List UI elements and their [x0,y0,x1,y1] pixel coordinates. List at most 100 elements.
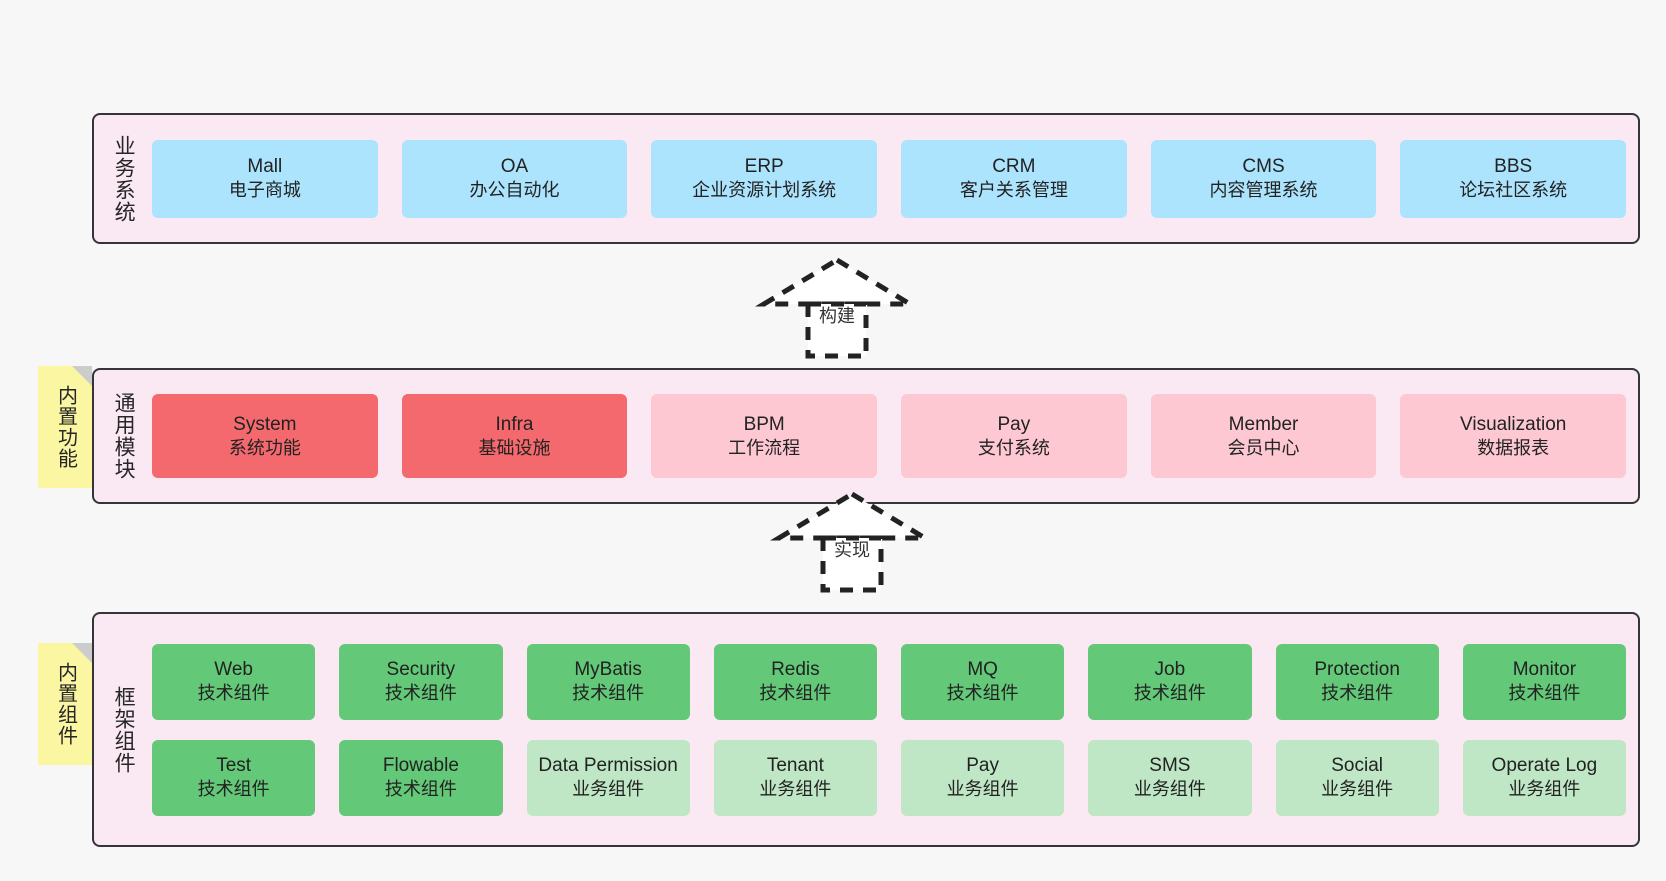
note-builtin-component-text: 内置组件 [54,662,77,746]
node-mq-subtitle: 技术组件 [946,683,1019,704]
node-mybatis-subtitle: 技术组件 [572,683,645,704]
node-visualization-title: Visualization [1460,413,1567,435]
node-bbs-title: BBS [1494,156,1533,178]
node-cms-subtitle: 内容管理系统 [1209,180,1318,201]
node-sms-subtitle: 业务组件 [1133,779,1206,800]
node-system[interactable]: System 系统功能 [152,394,378,478]
node-bpm-subtitle: 工作流程 [728,437,801,458]
node-infra[interactable]: Infra 基础设施 [401,394,628,478]
node-pay-component-subtitle: 业务组件 [946,779,1019,800]
framework-node-row-2: Test 技术组件 Flowable 技术组件 Data Permission … [152,739,1626,816]
note-builtin-function: 内置功能 [38,366,92,488]
arrow-realize-label: 实现 [834,540,870,560]
node-data-permission-subtitle: 业务组件 [572,779,645,800]
node-job[interactable]: Job 技术组件 [1088,643,1252,720]
node-redis-subtitle: 技术组件 [759,683,832,704]
layer-common-module-label: 通用模块 [112,392,136,480]
node-member-title: Member [1228,413,1299,435]
node-infra-title: Infra [495,413,534,435]
node-job-subtitle: 技术组件 [1133,683,1206,704]
node-mall-subtitle: 电子商城 [228,180,301,201]
layer-framework-component-body: Web 技术组件 Security 技术组件 MyBatis 技术组件 Redi… [152,614,1638,845]
node-test-subtitle: 技术组件 [197,779,270,800]
arrow-build-glyph [755,257,919,359]
node-monitor[interactable]: Monitor 技术组件 [1462,643,1626,720]
note-builtin-component: 内置组件 [38,643,92,765]
node-web[interactable]: Web 技术组件 [152,643,316,720]
node-redis[interactable]: Redis 技术组件 [713,643,877,720]
node-pay-module[interactable]: Pay 支付系统 [901,394,1127,478]
node-security-title: Security [386,659,456,681]
common-node-row: System 系统功能 Infra 基础设施 BPM 工作流程 Pay 支付系统 [152,394,1627,478]
node-operate-log-subtitle: 业务组件 [1508,779,1581,800]
node-erp-subtitle: 企业资源计划系统 [692,180,837,201]
note-builtin-function-text: 内置功能 [54,385,77,469]
node-protection[interactable]: Protection 技术组件 [1275,643,1439,720]
node-test-title: Test [216,755,252,777]
node-data-permission-title: Data Permission [538,755,678,777]
node-crm-title: CRM [992,156,1036,178]
layer-business-system: 业务系统 Mall 电子商城 OA 办公自动化 ERP 企业资源计划系统 [92,113,1640,244]
node-test[interactable]: Test 技术组件 [152,739,316,816]
node-cms-title: CMS [1242,156,1285,178]
node-monitor-title: Monitor [1512,659,1577,681]
node-bpm[interactable]: BPM 工作流程 [651,394,878,478]
node-oa[interactable]: OA 办公自动化 [401,139,628,218]
node-crm[interactable]: CRM 客户关系管理 [901,139,1127,218]
node-visualization[interactable]: Visualization 数据报表 [1400,394,1627,478]
node-protection-subtitle: 技术组件 [1321,683,1394,704]
node-oa-title: OA [500,156,529,178]
node-mall[interactable]: Mall 电子商城 [152,139,378,218]
node-mybatis[interactable]: MyBatis 技术组件 [526,643,690,720]
node-mall-title: Mall [247,156,283,178]
node-flowable-title: Flowable [382,755,459,777]
note-fold-icon [72,366,92,386]
node-sms[interactable]: SMS 业务组件 [1088,739,1252,816]
node-bbs-subtitle: 论坛社区系统 [1459,180,1568,201]
node-crm-subtitle: 客户关系管理 [959,180,1068,201]
node-social-title: Social [1331,755,1383,777]
arrow-realize: 实现 [770,491,934,593]
node-cms[interactable]: CMS 内容管理系统 [1150,139,1377,218]
node-job-title: Job [1154,659,1186,681]
node-system-title: System [233,413,297,435]
node-flowable[interactable]: Flowable 技术组件 [339,739,503,816]
node-operate-log-title: Operate Log [1491,755,1598,777]
node-flowable-subtitle: 技术组件 [384,779,457,800]
node-visualization-subtitle: 数据报表 [1477,437,1550,458]
note-fold-icon [72,643,92,663]
node-erp[interactable]: ERP 企业资源计划系统 [651,139,878,218]
node-pay-module-title: Pay [997,413,1031,435]
node-social-subtitle: 业务组件 [1321,779,1394,800]
node-mq-title: MQ [967,659,998,681]
layer-framework-component: 框架组件 Web 技术组件 Security 技术组件 MyBatis 技术组件 [92,612,1640,847]
layer-business-system-label: 业务系统 [112,134,136,223]
node-social[interactable]: Social 业务组件 [1275,739,1439,816]
node-oa-subtitle: 办公自动化 [469,180,560,201]
node-operate-log[interactable]: Operate Log 业务组件 [1462,739,1626,816]
node-data-permission[interactable]: Data Permission 业务组件 [526,739,690,816]
node-erp-title: ERP [744,156,784,178]
node-protection-title: Protection [1314,659,1400,681]
layer-common-module-body: System 系统功能 Infra 基础设施 BPM 工作流程 Pay 支付系统 [152,370,1638,502]
node-pay-component[interactable]: Pay 业务组件 [901,739,1065,816]
node-web-subtitle: 技术组件 [197,683,270,704]
node-tenant-subtitle: 业务组件 [759,779,832,800]
node-mybatis-title: MyBatis [574,659,642,681]
node-bbs[interactable]: BBS 论坛社区系统 [1400,139,1627,218]
node-infra-subtitle: 基础设施 [478,437,551,458]
node-sms-title: SMS [1149,755,1191,777]
layer-framework-component-label: 框架组件 [112,685,136,774]
node-security[interactable]: Security 技术组件 [339,643,503,720]
layer-common-module: 通用模块 System 系统功能 Infra 基础设施 BPM 工作流程 [92,368,1640,504]
node-redis-title: Redis [771,659,820,681]
business-node-row: Mall 电子商城 OA 办公自动化 ERP 企业资源计划系统 CRM 客户关系… [152,139,1627,218]
node-bpm-title: BPM [743,413,785,435]
arrow-build-label: 构建 [819,306,855,326]
node-monitor-subtitle: 技术组件 [1508,683,1581,704]
node-system-subtitle: 系统功能 [228,437,301,458]
node-mq[interactable]: MQ 技术组件 [901,643,1065,720]
node-member[interactable]: Member 会员中心 [1150,394,1377,478]
node-tenant[interactable]: Tenant 业务组件 [713,739,877,816]
